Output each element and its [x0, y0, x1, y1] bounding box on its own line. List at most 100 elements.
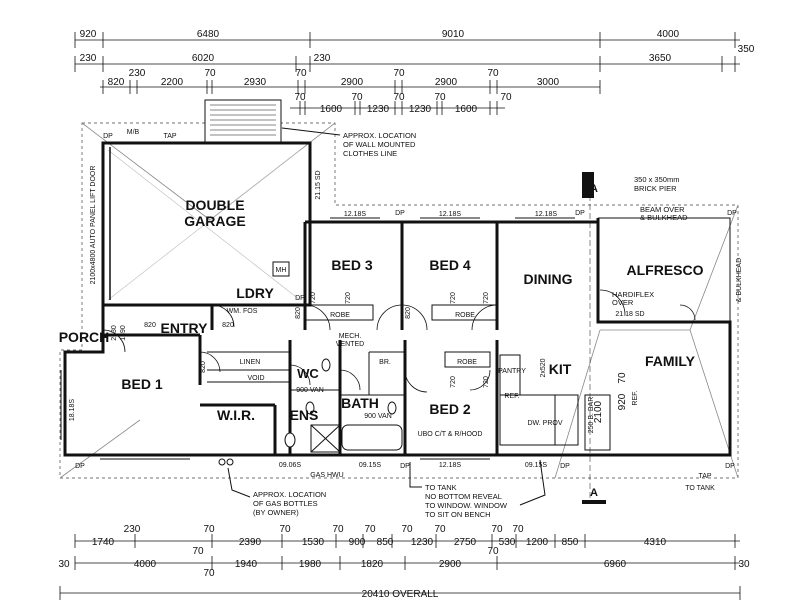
dim-top-r2-0: 230 [80, 53, 97, 64]
room-label-garage-1: DOUBLE [185, 197, 244, 213]
dim-70-family: 70 [617, 372, 628, 384]
dim-top-r3-1: 230 [129, 68, 146, 79]
dim-bot-r3-7: 6960 [604, 559, 627, 570]
dw-prov: DW. PROV [527, 420, 562, 427]
dim-top-r1-2: 9010 [442, 29, 465, 40]
svg-text:HARDIFLEX: HARDIFLEX [612, 290, 654, 299]
label-dp-2: DP [295, 295, 305, 302]
clothes-line [204, 99, 282, 143]
room-label-robe-bed4: ROBE [455, 312, 475, 319]
svg-text:TO SIT ON BENCH: TO SIT ON BENCH [425, 510, 491, 519]
room-label-ens: ENS [290, 407, 319, 423]
dim-bot-r1-7: 70 [491, 524, 503, 535]
svg-text:OVER: OVER [612, 298, 634, 307]
to-tank-2: TO TANK [685, 485, 715, 492]
dim-720-d: 720 [483, 292, 490, 304]
svg-text:APPROX. LOCATION: APPROX. LOCATION [253, 490, 326, 499]
dim-bot-r3-1: 4000 [134, 559, 157, 570]
dim-2130: 2130 [111, 325, 118, 341]
room-label-ldry: LDRY [236, 285, 274, 301]
dim-bot-r3-4: 1980 [299, 559, 322, 570]
note-beam-over: BEAM OVER & BULKHEAD [640, 205, 688, 222]
dim-bot-r2-5: 1230 [411, 537, 434, 548]
bottom-dimensions: 230 70 70 70 70 70 70 70 70 70 70 1740 2… [58, 524, 750, 600]
dim-top-r1-1: 6480 [197, 29, 220, 40]
dim-bot-r2-10: 4310 [644, 537, 667, 548]
ceiling-0915-b: 09.15S [525, 462, 548, 469]
dim-bot-r2-3: 900 [349, 537, 366, 548]
note-tank: TO TANK NO BOTTOM REVEAL TO WINDOW. WIND… [409, 459, 546, 519]
ceiling-1: 12.18S [344, 211, 367, 218]
dim-bot-r3-6: 2900 [439, 559, 462, 570]
dim-bot-r2-6: 2750 [454, 537, 477, 548]
dim-top-r1-3: 4000 [657, 29, 680, 40]
label-dp-1: DP [103, 133, 113, 140]
dim-720-c: 720 [450, 292, 457, 304]
svg-text:BRICK PIER: BRICK PIER [634, 184, 677, 193]
garage-door-label: 2100x4800 AUTO PANEL LIFT DOOR [90, 166, 97, 285]
dim-top-r3-10: 3000 [537, 77, 560, 88]
svg-text:(BY OWNER): (BY OWNER) [253, 508, 299, 517]
dim-top-r2-1: 6020 [192, 53, 215, 64]
dim-bot-r1-9: 70 [192, 546, 204, 557]
ceiling-2115: 21.15 SD [315, 170, 322, 199]
label-dp-9: DP [725, 463, 735, 470]
dim-top-r3-2: 2200 [161, 77, 184, 88]
dim-top-r3-4: 2930 [244, 77, 267, 88]
dim-top-r4-5: 1230 [409, 104, 432, 115]
dim-720-f: 720 [483, 376, 490, 388]
ubo-label: UBO C/T & R/HOOD [418, 431, 483, 438]
dim-bot-r2-8: 1200 [526, 537, 549, 548]
svg-text:TO TANK: TO TANK [425, 483, 457, 492]
dim-top-r3-0: 820 [108, 77, 125, 88]
label-dp-7: DP [400, 463, 410, 470]
mech-vented-1: MECH. [339, 333, 362, 340]
room-label-bed4: BED 4 [429, 257, 470, 273]
section-a-top: A [590, 183, 598, 195]
dim-top-r3-9: 70 [487, 68, 499, 79]
note-hardiflex: HARDIFLEX OVER [612, 290, 654, 307]
dim-top-r2-4: 350 [738, 44, 755, 55]
van-900-b: 900 VAN [364, 413, 392, 420]
section-a-bottom: A [590, 487, 598, 499]
dim-bot-r1-3: 70 [332, 524, 344, 535]
dim-top-r3-3: 70 [204, 68, 216, 79]
label-dp-8: DP [560, 463, 570, 470]
ref-label-1: REF. [504, 393, 519, 400]
dim-bot-r1-2: 70 [279, 524, 291, 535]
room-label-bed2: BED 2 [429, 401, 470, 417]
room-label-pantry: PANTRY [498, 368, 526, 375]
svg-text:TO WINDOW. WINDOW: TO WINDOW. WINDOW [425, 501, 508, 510]
dim-820-bed3: 820 [295, 307, 302, 319]
ceiling-3: 12.18S [535, 211, 558, 218]
dim-bot-r3-0: 30 [58, 559, 70, 570]
ceiling-2: 12.18S [439, 211, 462, 218]
dim-720-e: 720 [450, 376, 457, 388]
room-label-wc: WC [297, 366, 319, 381]
svg-text:OF WALL MOUNTED: OF WALL MOUNTED [343, 140, 416, 149]
dim-top-r4-7: 1600 [455, 104, 478, 115]
bar-label: 250 B. BAR [588, 397, 595, 434]
room-label-linen: LINEN [240, 359, 261, 366]
room-label-entry: ENTRY [161, 320, 209, 336]
dim-bot-r1-5: 70 [401, 524, 413, 535]
label-tap-1: TAP [163, 133, 176, 140]
dim-top-r4-6: 70 [434, 92, 446, 103]
dim-bot-r2-0: 1740 [92, 537, 115, 548]
dim-720-b: 720 [345, 292, 352, 304]
svg-text:350 x 350mm: 350 x 350mm [634, 175, 679, 184]
room-label-wir: W.I.R. [217, 407, 255, 423]
dim-bot-r1-8: 70 [512, 524, 524, 535]
dim-top-r2-2: 230 [314, 53, 331, 64]
dim-bot-r1-4: 70 [364, 524, 376, 535]
label-dp-3: DP [395, 210, 405, 217]
label-mb: M/B [127, 129, 140, 136]
wm-fos: WM. FOS [227, 308, 258, 315]
roof-outline [59, 122, 739, 479]
room-label-void: VOID [247, 375, 264, 382]
gas-hwu: GAS HWU [310, 472, 343, 479]
dim-820-bed4: 820 [405, 307, 412, 319]
van-900-a: 900 VAN [296, 387, 324, 394]
room-label-family: FAMILY [645, 353, 696, 369]
